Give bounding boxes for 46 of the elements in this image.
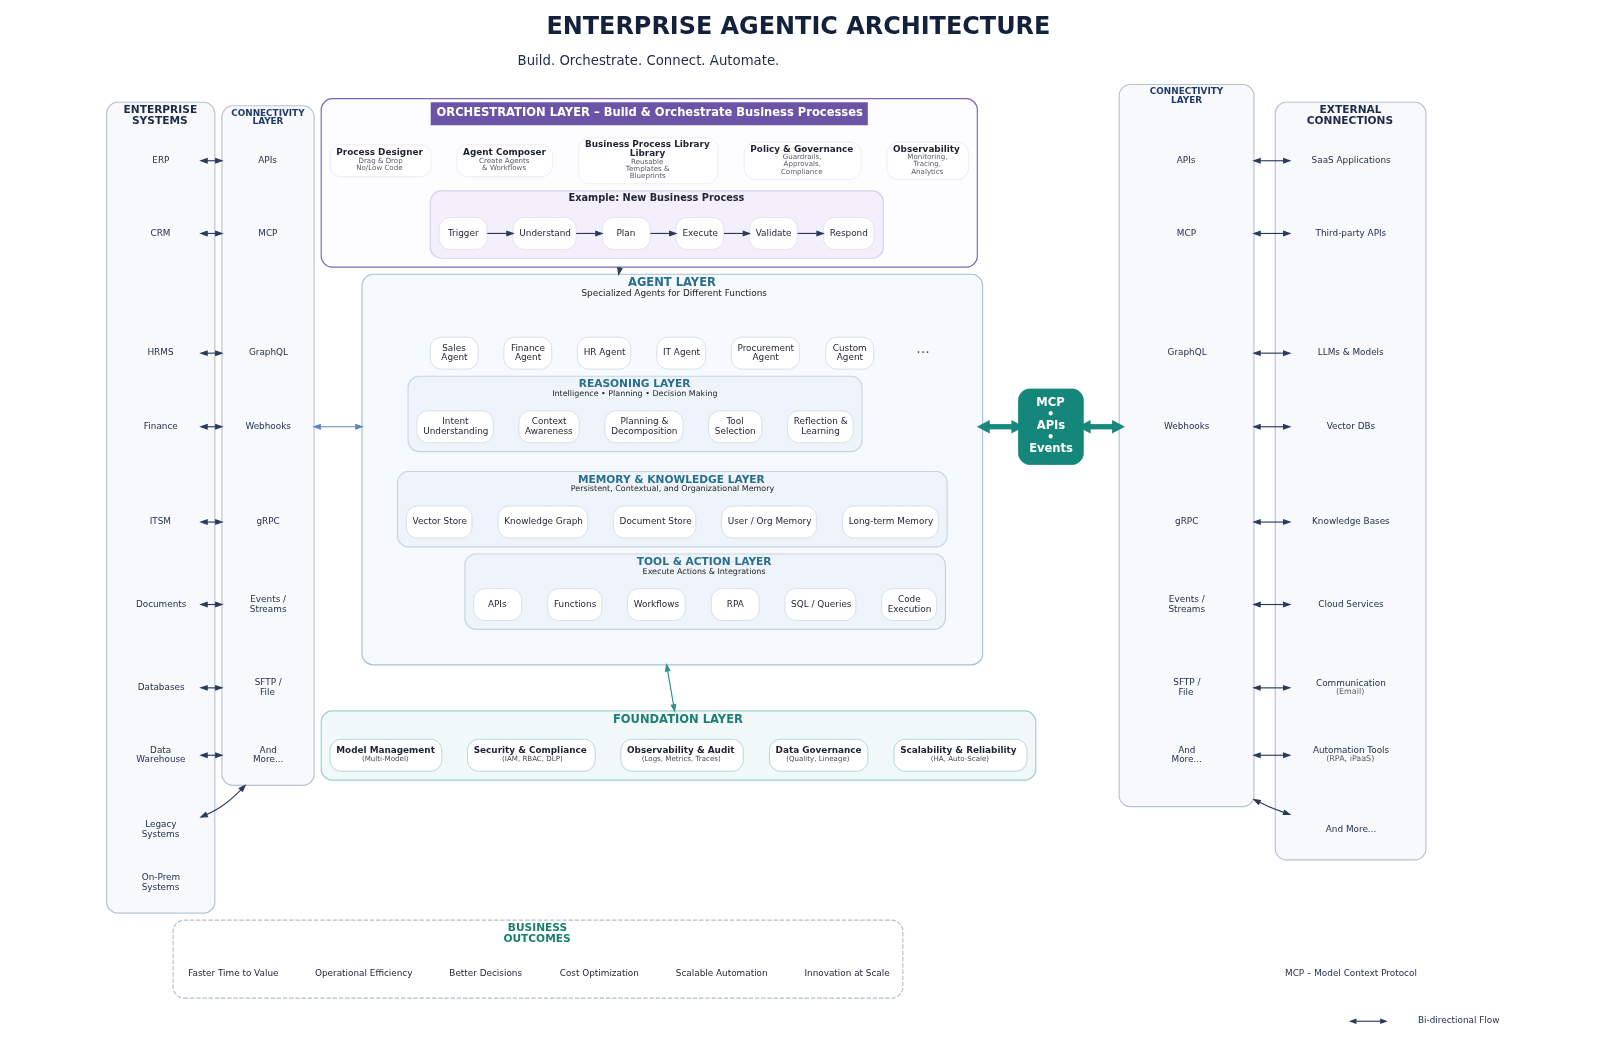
- node-text: Data Warehouse: [136, 744, 186, 765]
- node-text: SaaS Applications: [1311, 154, 1391, 165]
- node-text: MCP: [1176, 227, 1197, 238]
- node-text: MCP: [258, 227, 278, 238]
- node-text: HRMS: [147, 347, 174, 358]
- node-text: LLMs & Models: [1317, 347, 1384, 358]
- node-text: Scalable Automation: [675, 967, 768, 978]
- node-text: Documents: [135, 598, 187, 609]
- node-text: ITSM: [149, 516, 171, 527]
- node-text: APIs: [258, 154, 277, 165]
- node-text: GraphQL: [248, 347, 289, 358]
- label: Build. Orchestrate. Connect. Automate.: [517, 52, 780, 68]
- node-text: Operational Efficiency: [315, 967, 413, 978]
- legend-label: Bi-directional Flow: [1418, 1015, 1500, 1026]
- node-text: And More...: [1171, 744, 1202, 765]
- node-text: Webhooks: [1163, 420, 1210, 431]
- node-text: Third-party APIs: [1315, 227, 1387, 238]
- node-text: And More...: [1325, 823, 1377, 834]
- node-text: Better Decisions: [449, 967, 523, 978]
- node-text: CRM: [150, 227, 171, 238]
- node-text: Cloud Services: [1318, 598, 1384, 609]
- node-text: Faster Time to Value: [188, 967, 279, 978]
- label: ···: [916, 343, 930, 360]
- node-text: Innovation at Scale: [804, 967, 890, 978]
- node-text: Finance: [143, 420, 178, 431]
- label: MCP – Model Context Protocol: [1285, 967, 1417, 978]
- node-text: GraphQL: [1167, 347, 1207, 358]
- node-text: Communication (Email): [1316, 677, 1386, 696]
- node-text: ERP: [152, 154, 170, 165]
- node-text: Events / Streams: [249, 593, 287, 614]
- node-text: SFTP / File: [254, 677, 282, 697]
- diagram-title: ENTERPRISE AGENTIC ARCHITECTURE: [546, 11, 1051, 40]
- node-text: APIs: [1176, 154, 1196, 165]
- node-text: Events / Streams: [1168, 593, 1206, 614]
- node-text: Knowledge Bases: [1312, 516, 1390, 527]
- node-text: Cost Optimization: [559, 967, 639, 978]
- node-text: Webhooks: [245, 420, 291, 431]
- node-text: Vector DBs: [1326, 420, 1376, 431]
- node-text: Databases: [137, 682, 185, 693]
- node-text: Legacy Systems: [141, 819, 180, 839]
- node-text: gRPC: [256, 516, 280, 527]
- node-text: On-Prem Systems: [141, 872, 181, 893]
- node-text: SFTP / File: [1173, 677, 1201, 697]
- node-text: And More...: [252, 744, 284, 765]
- node-text: Automation Tools (RPA, iPaaS): [1312, 745, 1390, 764]
- node-text: gRPC: [1175, 516, 1199, 527]
